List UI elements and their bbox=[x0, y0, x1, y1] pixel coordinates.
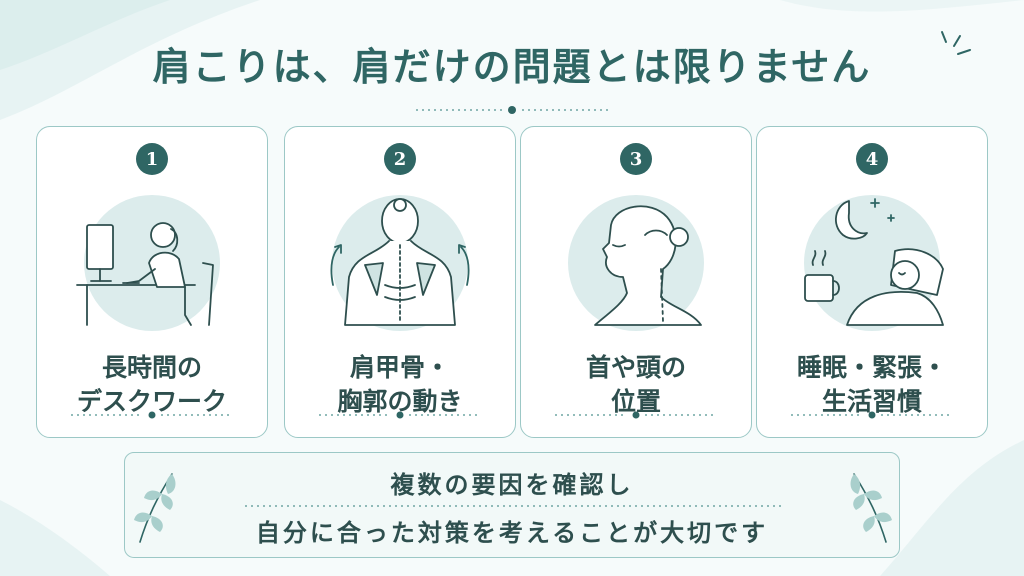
summary-box: 複数の要因を確認し 自分に合った対策を考えることが大切です bbox=[124, 452, 900, 558]
factor-label: 首や頭の 位置 bbox=[521, 351, 751, 419]
factor-label-line2: 生活習慣 bbox=[821, 387, 922, 416]
step-number-badge: 4 bbox=[856, 143, 888, 175]
summary-divider bbox=[245, 505, 781, 507]
shoulder-blade-icon bbox=[330, 195, 470, 331]
factor-card-shoulder-blade: 2 肩甲骨・ 胸郭の動き bbox=[284, 126, 516, 438]
factor-label-line1: 長時間の bbox=[101, 353, 202, 382]
factor-label-line2: 位置 bbox=[610, 387, 661, 416]
card-divider bbox=[791, 411, 953, 419]
title-divider bbox=[416, 106, 608, 114]
factor-card-head-neck: 3 首や頭の 位置 bbox=[520, 126, 752, 438]
desk-work-icon bbox=[76, 195, 220, 331]
factor-label-line1: 睡眠・緊張・ bbox=[796, 353, 947, 382]
card-divider bbox=[71, 411, 233, 419]
factor-card-desk-work: 1 長時間の デスクワーク bbox=[36, 126, 268, 438]
factor-label: 長時間の デスクワーク bbox=[37, 351, 267, 419]
summary-line2: 自分に合った対策を考えることが大切です bbox=[255, 518, 769, 547]
step-number-badge: 1 bbox=[136, 143, 168, 175]
factor-label-line1: 肩甲骨・ bbox=[349, 353, 450, 382]
factor-label-line2: 胸郭の動き bbox=[337, 387, 463, 416]
emphasis-sparkle-icon bbox=[941, 31, 971, 55]
factor-label-line1: 首や頭の bbox=[585, 353, 686, 382]
step-number-badge: 3 bbox=[620, 143, 652, 175]
leaf-icon bbox=[850, 473, 892, 543]
factor-card-sleep: 4 睡眠・緊張・ 生活習慣 bbox=[756, 126, 988, 438]
factor-label: 睡眠・緊張・ 生活習慣 bbox=[757, 351, 987, 419]
factor-label: 肩甲骨・ 胸郭の動き bbox=[285, 351, 515, 419]
factor-label-line2: デスクワーク bbox=[76, 387, 227, 416]
page-title: 肩こりは、肩だけの問題とは限りません bbox=[152, 44, 872, 89]
leaf-icon bbox=[134, 473, 176, 543]
summary-line1: 複数の要因を確認し bbox=[390, 470, 634, 499]
head-neck-icon bbox=[568, 195, 704, 331]
sleep-icon bbox=[804, 195, 944, 331]
card-divider bbox=[555, 411, 717, 419]
step-number-badge: 2 bbox=[384, 143, 416, 175]
card-divider bbox=[319, 411, 481, 419]
